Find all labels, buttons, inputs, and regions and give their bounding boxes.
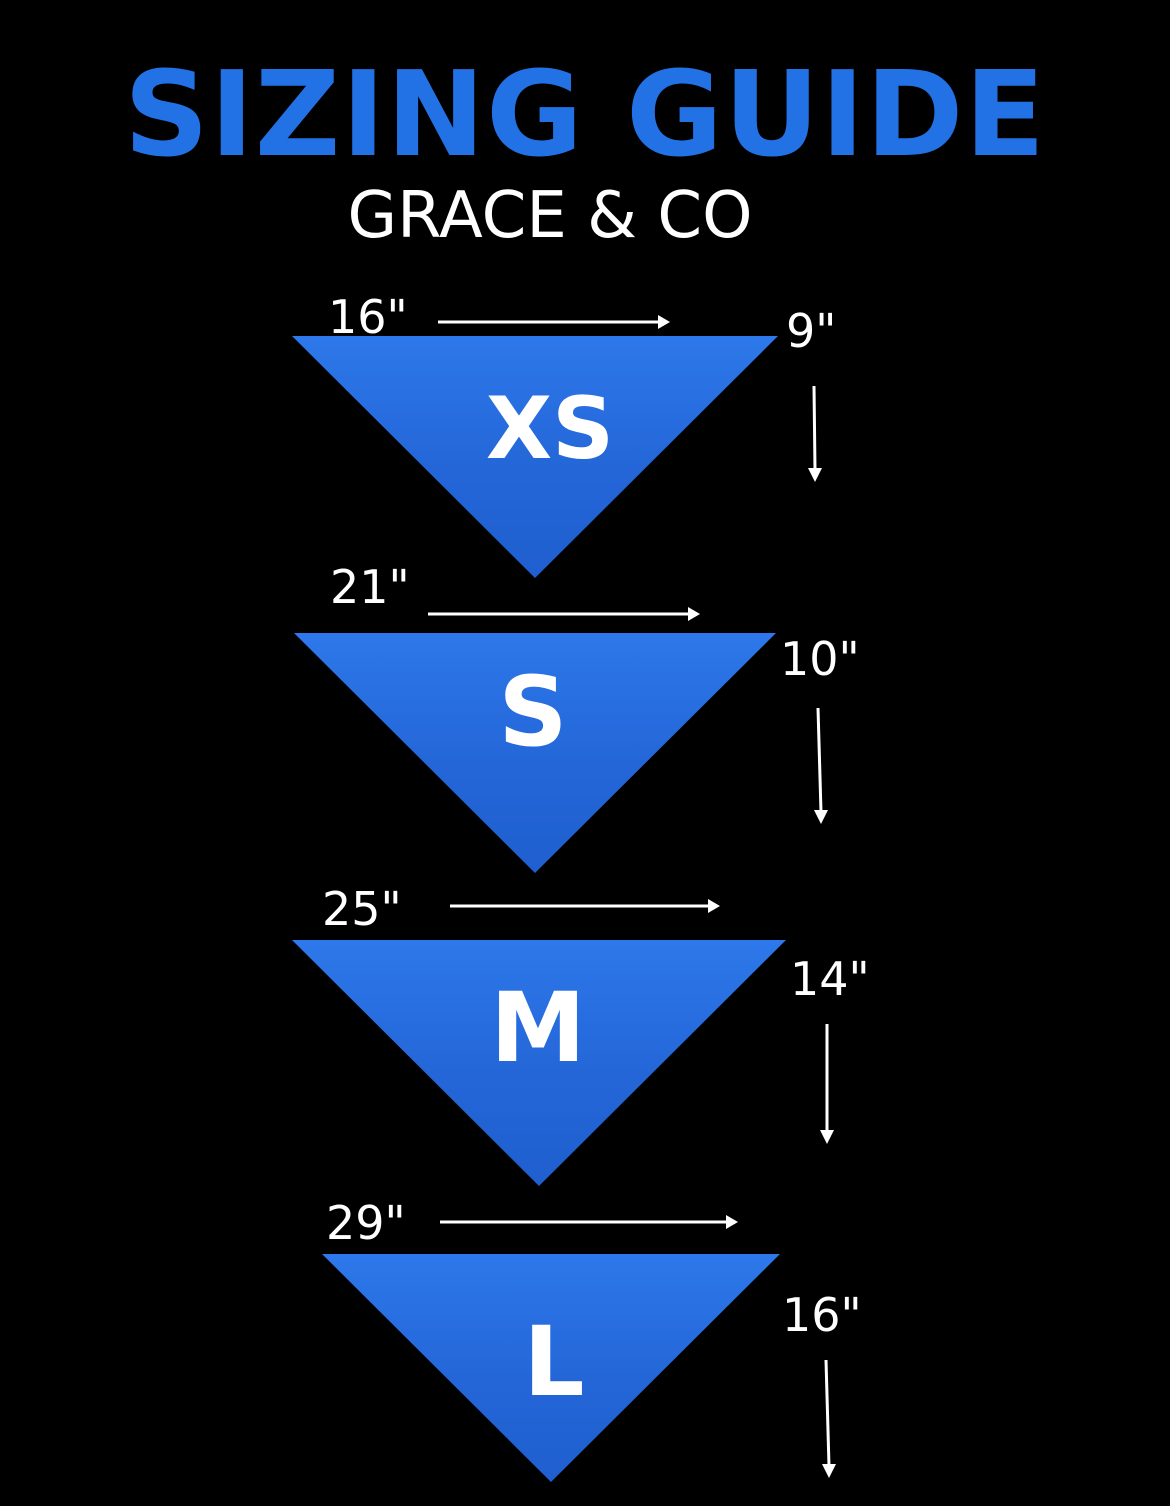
width-measure-m: 25" (322, 882, 402, 936)
length-arrow-l (822, 1359, 836, 1478)
size-label-s: S (498, 656, 568, 768)
size-label-l: L (523, 1306, 585, 1418)
width-measure-l: 29" (326, 1196, 406, 1250)
size-label-xs: XS (485, 379, 615, 479)
page-title: SIZING GUIDE (123, 45, 1047, 183)
length-measure-l: 16" (782, 1288, 862, 1342)
length-arrow-s (814, 707, 828, 824)
length-measure-s: 10" (780, 632, 860, 686)
bandana-triangle-l (322, 1254, 780, 1482)
brand-subtitle: GRACE & CO (347, 179, 753, 253)
bandana-triangle-m (292, 940, 786, 1186)
bandana-triangle-s (294, 633, 776, 873)
width-arrow-xs (438, 315, 670, 329)
width-arrow-s (428, 607, 700, 621)
width-arrow-l (440, 1215, 738, 1229)
width-arrow-m (450, 899, 720, 913)
width-measure-xs: 16" (328, 290, 408, 344)
size-label-m: M (490, 972, 586, 1084)
length-arrow-m (820, 1024, 834, 1144)
bandana-triangle-xs (292, 336, 778, 578)
width-measure-s: 21" (330, 560, 410, 614)
length-measure-xs: 9" (786, 304, 837, 358)
length-measure-m: 14" (790, 952, 870, 1006)
length-arrow-xs (808, 385, 822, 482)
